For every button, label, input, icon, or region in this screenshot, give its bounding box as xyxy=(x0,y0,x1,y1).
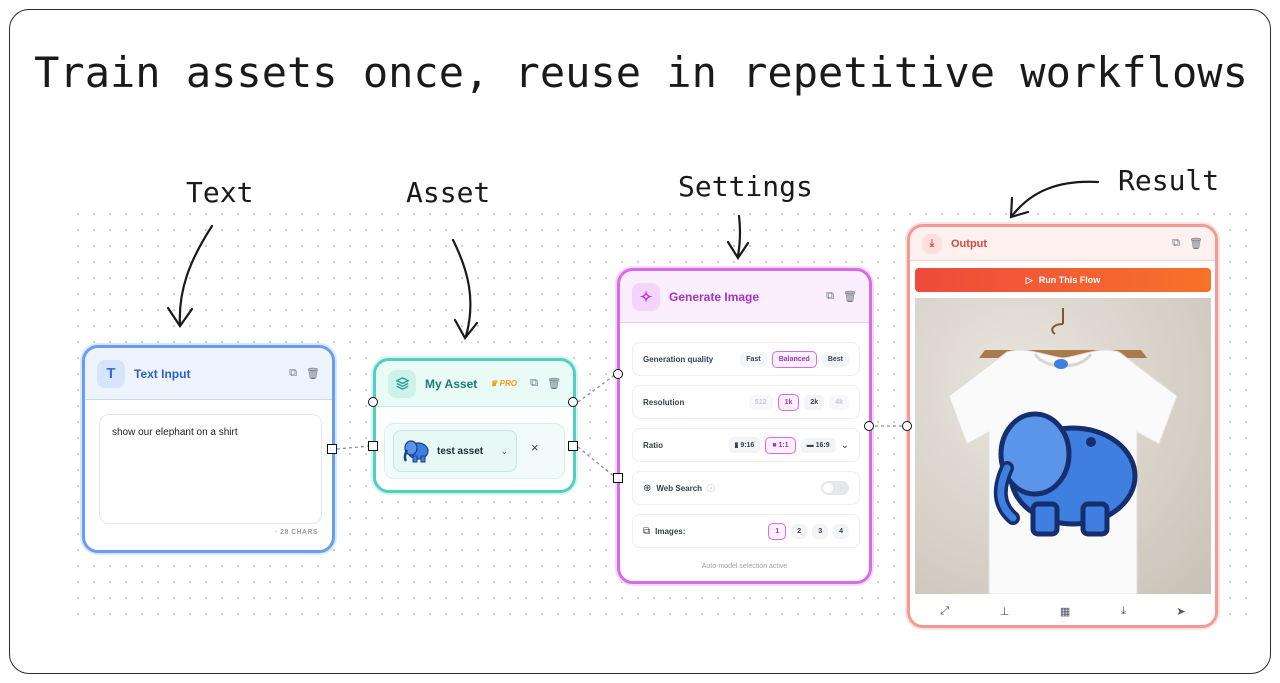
output-node[interactable]: ⤓ Output ⧉ 🗑 ▷ Run This Flow xyxy=(907,224,1218,628)
gen-output-port[interactable] xyxy=(864,421,874,431)
ratio-row: Ratio ▮ 9:16 ■ 1:1 ▬ 16:9 ⌄ xyxy=(632,428,860,462)
gen-input-port-top[interactable] xyxy=(613,369,623,379)
generate-image-node[interactable]: ✧ Generate Image ⧉ 🗑 Generation quality … xyxy=(617,268,872,584)
elephant-thumbnail xyxy=(403,440,429,463)
asset-title: My Asset xyxy=(425,376,478,391)
result-image xyxy=(915,298,1211,594)
play-icon: ▷ xyxy=(1025,274,1033,285)
sparkle-icon: ✧ xyxy=(632,282,660,311)
text-input-header: T Text Input ⧉ 🗑 xyxy=(85,348,332,400)
label-asset: Asset xyxy=(406,176,491,209)
copy-icon[interactable]: ⧉ xyxy=(289,367,298,379)
resolution-2k[interactable]: 2k xyxy=(804,394,825,410)
ratio-16-9[interactable]: ▬ 16:9 xyxy=(800,437,836,453)
text-icon: T xyxy=(97,359,125,388)
output-toolbar: ⤢ ⊥ ▦ ⤓ ➤ xyxy=(915,598,1211,624)
ratio-9-16-label: 9:16 xyxy=(740,442,755,449)
trash-icon[interactable]: 🗑 xyxy=(1189,238,1203,250)
output-title: Output xyxy=(951,237,988,250)
quality-best[interactable]: Best xyxy=(821,351,849,367)
copy-icon[interactable]: ⧉ xyxy=(826,290,835,302)
images-3[interactable]: 3 xyxy=(812,523,829,539)
quality-fast[interactable]: Fast xyxy=(740,351,767,367)
ratio-label: Ratio xyxy=(643,440,663,450)
headline: Train assets once, reuse in repetitive w… xyxy=(34,48,1248,97)
pin-icon[interactable]: ⊥ xyxy=(999,605,1010,618)
tshirt-picture xyxy=(948,308,1178,594)
asset-body: test asset ⌄ × xyxy=(384,423,565,479)
copy-icon[interactable]: ⧉ xyxy=(530,377,539,389)
info-icon: ⓘ xyxy=(707,483,716,493)
resolution-1k[interactable]: 1k xyxy=(777,393,800,411)
prompt-textarea[interactable]: show our elephant on a shirt xyxy=(99,414,322,524)
output-input-port[interactable] xyxy=(902,421,912,431)
label-text: Text xyxy=(186,176,254,209)
ratio-1-1-label: 1:1 xyxy=(778,441,789,449)
remove-asset-button[interactable]: × xyxy=(531,440,539,455)
gallery-icon: ⧉ xyxy=(643,525,651,537)
quality-balanced[interactable]: Balanced xyxy=(771,350,817,368)
asset-name: test asset xyxy=(437,445,484,457)
crown-icon: ♛ xyxy=(490,379,498,388)
web-search-label: Web Search xyxy=(656,483,703,493)
generate-title: Generate Image xyxy=(669,289,760,304)
gen-input-port-bottom[interactable] xyxy=(613,473,623,483)
generate-header: ✧ Generate Image ⧉ 🗑 xyxy=(620,271,869,323)
images-1[interactable]: 1 xyxy=(768,522,787,540)
resolution-512[interactable]: 512 xyxy=(748,394,773,410)
chevron-down-icon[interactable]: ⌄ xyxy=(840,439,849,451)
images-2[interactable]: 2 xyxy=(791,523,808,539)
copy-icon[interactable]: ⧉ xyxy=(1172,237,1181,249)
resolution-row: Resolution 512 1k 2k 4k xyxy=(632,385,860,419)
text-input-node[interactable]: T Text Input ⧉ 🗑 show our elephant on a … xyxy=(82,345,335,553)
download-icon: ⤓ xyxy=(922,233,942,254)
asset-right-port[interactable] xyxy=(568,397,578,407)
download-icon[interactable]: ⤓ xyxy=(1120,604,1126,617)
text-input-title: Text Input xyxy=(134,366,191,381)
web-search-row: ⊕ Web Search ⓘ xyxy=(632,471,860,505)
ratio-1-1[interactable]: ■ 1:1 xyxy=(765,436,796,454)
output-header: ⤓ Output ⧉ 🗑 xyxy=(910,227,1215,261)
label-result: Result xyxy=(1118,164,1220,197)
resolution-4k[interactable]: 4k xyxy=(829,394,849,410)
images-4[interactable]: 4 xyxy=(833,523,849,539)
resolution-label: Resolution xyxy=(643,397,685,407)
label-settings: Settings xyxy=(678,170,813,203)
images-row: ⧉ Images: 1 2 3 4 xyxy=(632,514,860,548)
run-flow-label: Run This Flow xyxy=(1038,275,1101,285)
quality-row: Generation quality Fast Balanced Best xyxy=(632,342,860,376)
chevron-down-icon: ⌄ xyxy=(500,445,508,456)
asset-left-port[interactable] xyxy=(368,397,378,407)
expand-icon[interactable]: ⤢ xyxy=(940,604,950,617)
layers-icon xyxy=(388,369,416,398)
grid-icon[interactable]: ▦ xyxy=(1059,605,1071,618)
auto-model-note: Auto-model selection active xyxy=(701,563,788,570)
web-search-toggle[interactable] xyxy=(821,481,849,495)
images-label: Images: xyxy=(655,526,686,536)
run-flow-button[interactable]: ▷ Run This Flow xyxy=(915,268,1211,292)
asset-output-port[interactable] xyxy=(568,441,578,451)
trash-icon[interactable]: 🗑 xyxy=(843,291,857,303)
asset-node[interactable]: My Asset ♛ PRO ⧉ 🗑 test asset ⌄ × xyxy=(373,358,576,493)
ratio-9-16[interactable]: ▮ 9:16 xyxy=(728,437,761,453)
text-output-port[interactable] xyxy=(327,444,337,454)
asset-dropdown[interactable]: test asset ⌄ xyxy=(393,430,517,472)
pro-badge: PRO xyxy=(499,379,517,388)
trash-icon[interactable]: 🗑 xyxy=(306,368,320,380)
globe-icon: ⊕ xyxy=(643,482,652,494)
char-count: · 28 CHARS xyxy=(275,529,318,536)
quality-label: Generation quality xyxy=(643,354,714,364)
ratio-16-9-label: 16:9 xyxy=(815,441,830,449)
trash-icon[interactable]: 🗑 xyxy=(547,378,561,390)
asset-input-port[interactable] xyxy=(368,441,378,451)
asset-header: My Asset ♛ PRO ⧉ 🗑 xyxy=(376,361,573,407)
send-icon[interactable]: ➤ xyxy=(1176,605,1186,618)
